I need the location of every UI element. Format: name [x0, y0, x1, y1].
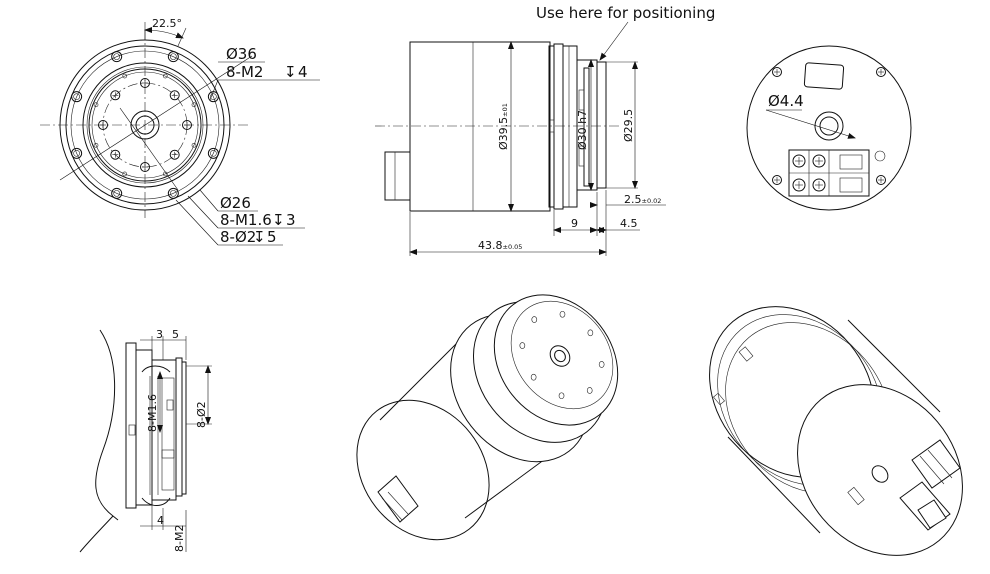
flange-hole-inner	[210, 150, 217, 157]
screw-icon	[876, 175, 886, 185]
pilot-diameter-label: Ø30 h7	[576, 110, 589, 150]
screw-icon	[772, 175, 782, 185]
bolt-hole	[110, 149, 121, 160]
pin-hole	[122, 73, 128, 79]
flange-hole-inner	[73, 93, 80, 100]
m2-depth-label: 4	[298, 63, 308, 81]
pin-hole	[162, 171, 168, 177]
flange-hole-inner	[113, 190, 120, 197]
flange-hole-inner	[113, 53, 120, 60]
m16-depth-label: 3	[286, 211, 296, 229]
flange-hole	[71, 147, 83, 159]
depth-symbol-icon: ↧	[253, 228, 266, 246]
positioning-note: Use here for positioning	[536, 4, 715, 22]
bolt-hole	[140, 78, 150, 88]
iso-hole	[598, 361, 605, 368]
section-dim-3: 3	[156, 328, 163, 341]
pin-hole	[191, 142, 197, 148]
section-d2-label: 8-Ø2	[195, 401, 208, 428]
screw-icon	[772, 67, 782, 77]
depth-symbol-icon: ↧	[272, 211, 285, 229]
rear-view	[746, 45, 912, 211]
flange-hole-inner	[170, 190, 177, 197]
iso-hole	[559, 310, 566, 318]
flange-hole	[167, 51, 179, 63]
iso-hole	[519, 342, 526, 349]
side-view	[375, 21, 666, 256]
section-dim-5: 5	[172, 328, 179, 341]
length-25-label: 2.5±0.02	[624, 193, 661, 206]
rear-hole-diameter-label: Ø4.4	[768, 92, 804, 110]
flange-hole	[71, 91, 83, 103]
d2-holes-label: 8-Ø2	[220, 228, 256, 246]
section-m2-label: 8-M2	[173, 525, 186, 552]
iso-hole	[587, 329, 594, 337]
pin-hole	[191, 102, 197, 108]
iso-hole	[558, 392, 565, 400]
iso-hole	[530, 373, 537, 381]
pin-hole	[93, 142, 99, 148]
section-m16-label: 8-M1.6	[146, 394, 159, 432]
flange-diameter-label: Ø29.5	[622, 109, 635, 142]
bolt-hole	[169, 90, 180, 101]
depth-symbol-icon: ↧	[284, 63, 297, 81]
terminal-screw-icon	[792, 154, 806, 168]
inner-diameter-label: Ø26	[220, 194, 251, 212]
m2-holes-label: 8-M2	[226, 63, 263, 81]
front-view	[40, 22, 320, 246]
pin-hole	[122, 171, 128, 177]
flange-hole-inner	[73, 150, 80, 157]
bolt-hole	[140, 162, 150, 172]
m16-holes-label: 8-M1.6	[220, 211, 272, 229]
section-dim-4: 4	[157, 514, 164, 527]
flange-hole	[111, 51, 123, 63]
length-45-label: 4.5	[620, 217, 638, 230]
terminal-screw-icon	[812, 178, 826, 192]
bolt-hole	[110, 90, 121, 101]
flange-hole	[167, 187, 179, 199]
pin-hole	[162, 73, 168, 79]
flange-hole-inner	[210, 93, 217, 100]
d2-depth-label: 5	[267, 228, 277, 246]
bolt-hole	[98, 120, 108, 130]
iso-hole	[531, 316, 538, 323]
screw-icon	[876, 67, 886, 77]
isometric-rear-view	[709, 306, 963, 556]
outer-diameter-label: Ø36	[226, 45, 257, 63]
length-9-label: 9	[571, 217, 578, 230]
flange-hole	[111, 187, 123, 199]
section-view	[79, 329, 212, 553]
total-length-label: 43.8±0.05	[478, 239, 522, 252]
body-diameter-label: Ø39.5±01	[497, 103, 510, 150]
flange-hole	[207, 147, 219, 159]
terminal-screw-icon	[792, 178, 806, 192]
bolt-hole	[182, 120, 192, 130]
pin-hole	[93, 102, 99, 108]
iso-hole	[586, 387, 593, 394]
angle-label: 22.5°	[152, 17, 182, 30]
flange-hole-inner	[170, 53, 177, 60]
bolt-hole	[169, 149, 180, 160]
terminal-screw-icon	[812, 154, 826, 168]
isometric-front-view	[356, 294, 619, 541]
